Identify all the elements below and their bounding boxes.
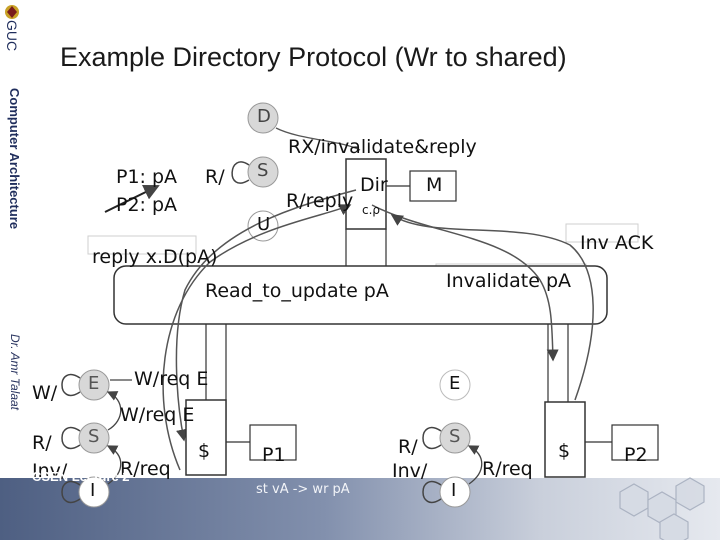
p2-state-e-label: E [449,373,461,394]
dir-box [345,158,387,230]
sidebar: GUC Computer Architecture Dr. Amr Talaat [0,0,28,540]
p1-inv-label: Inv/ [32,460,68,482]
p2-r-label: R/ [398,436,418,458]
p1-state-s-label: S [88,426,100,447]
dir-state-s-label: S [257,160,269,181]
store-note: st vA -> wr pA [256,482,350,497]
p1-i-self-loop [61,480,81,504]
mem-label: M [426,174,443,196]
p2-cache-label: $ [558,440,571,462]
p2-rreq-label: R/req [482,458,533,480]
p2-state-s [439,422,471,454]
p1-state-e [78,369,110,401]
p1-state-e-label: E [88,373,100,394]
guc-logo [5,5,19,19]
dir-label: Dir [360,174,388,196]
footer-hex-decoration [619,477,705,540]
p2-i-self-loop [422,480,442,504]
p1-state-i [78,476,110,508]
reply-label-box [87,235,197,255]
footer-label: CSEN Lecture 2 [32,469,130,484]
p2-state-i-label: I [451,480,457,501]
rtu-arrow [162,204,352,471]
p2-entry: P2: pA [116,194,178,216]
dir-state-d [247,102,279,134]
p1-s-to-e [106,391,122,431]
slide-title: Example Directory Protocol (Wr to shared… [60,42,567,72]
dir-r-label: R/ [205,166,225,188]
p2-inv-label: Inv/ [392,460,428,482]
p1-w-label: W/ [32,382,58,404]
reply-label: reply x.D(pA) [92,246,218,268]
dir-state-u-label: U [257,214,271,235]
invalidate-label: Invalidate pA [446,270,572,292]
dir-s-self-loop [231,161,250,184]
p1-e-self-loop [61,373,81,397]
p1-s-self-loop [61,426,81,450]
p1-strike [104,184,160,213]
reply-arrow [175,189,357,442]
p2-state-e [439,369,471,401]
p1-rreq-label: R/req [120,458,171,480]
rx-transition-label: RX/invalidate&reply [288,136,477,158]
p1-r-label: R/ [32,432,52,454]
p1-cache-label: $ [198,440,211,462]
inv-ack-box [565,223,639,243]
p1-cache-box [185,399,227,476]
p1-wreq-e-mid: W/req E [120,404,195,426]
footer-band [0,478,720,540]
p1-state-i-label: I [90,480,96,501]
r-reply-label: R/reply [286,190,354,212]
counter-label: c.ρ [362,203,381,217]
inv-ack-arrow [390,214,594,401]
inv-ack-label: Inv ACK [580,232,654,254]
p2-i-to-s [467,445,483,485]
p2-state-i [439,476,471,508]
read-to-update-label: Read_to_update pA [205,280,389,302]
p1-proc-label: P1 [262,444,286,466]
dir-su-arrow [275,127,361,151]
invalidate-arrow [371,204,559,362]
p2-cache-box [544,401,586,478]
dir-state-d-label: D [257,106,271,127]
interconnect-bus [113,265,608,325]
p1-proc-box [249,424,297,461]
p1-i-to-s [106,445,122,485]
p2-proc-box [611,424,659,461]
p1-state-s [78,422,110,454]
p2-state-s-label: S [449,426,461,447]
dir-state-s [247,156,279,188]
p2-proc-label: P2 [624,444,648,466]
p2-s-self-loop [422,426,442,450]
p1-wreq-e-top: W/req E [134,368,209,390]
p1-entry: P1: pA [116,166,178,188]
